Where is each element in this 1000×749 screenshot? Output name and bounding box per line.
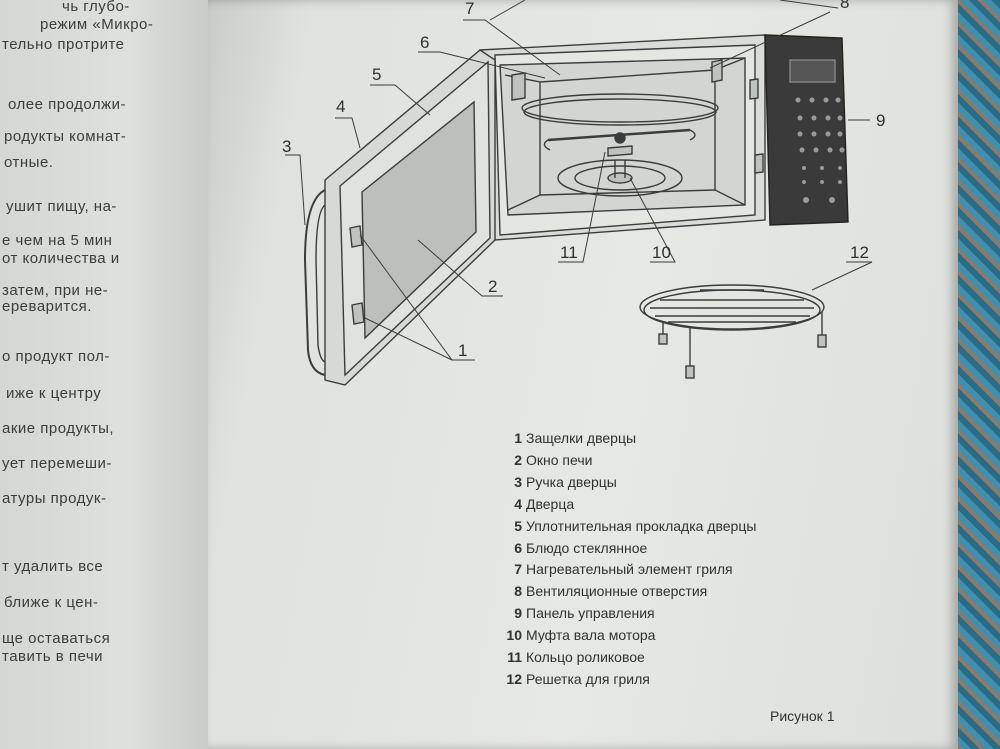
legend-number: 10 (506, 627, 522, 644)
legend-text: Окно печи (526, 451, 593, 468)
callout-9: 9 (876, 111, 885, 130)
left-text-line: атуры продук- (2, 490, 107, 507)
callout-5: 5 (372, 65, 381, 84)
legend-number: 9 (514, 605, 522, 622)
callout-6: 6 (420, 33, 429, 52)
left-text-line: затем, при не- (2, 282, 109, 299)
legend-number: 4 (514, 495, 522, 512)
legend-text: Панель управления (526, 605, 655, 622)
callout-11: 11 (560, 243, 578, 262)
legend-text: Муфта вала мотора (526, 627, 656, 644)
legend-number: 12 (506, 670, 522, 687)
callout-7: 7 (465, 0, 474, 18)
callout-2: 2 (488, 277, 497, 296)
left-text-line: тельно протрите (2, 36, 125, 53)
left-text-line: режим «Микро- (40, 16, 154, 33)
legend-text: Вентиляционные отверстия (526, 583, 708, 600)
callout-12: 12 (850, 243, 869, 262)
figure-caption: Рисунок 1 (770, 708, 835, 724)
left-text-line: чь глубо- (62, 0, 130, 15)
legend-text: Защелки дверцы (526, 430, 637, 446)
left-text-line: о продукт пол- (2, 348, 110, 365)
microwave-diagram: 3 4 5 6 7 8 9 2 1 11 10 12 (282, 0, 885, 386)
left-text-line: иже к центру (6, 385, 102, 402)
legend-number: 11 (507, 649, 522, 666)
callout-3: 3 (282, 137, 291, 156)
legend-text: Дверца (526, 495, 575, 512)
glass-plate-illustration (521, 93, 719, 126)
left-text-line: от количества и (2, 250, 120, 267)
left-text-line: ереварится. (2, 298, 92, 315)
legend-number: 1 (514, 430, 522, 446)
left-text-line: т удалить все (2, 558, 104, 575)
legend-text: Кольцо роликовое (526, 649, 645, 666)
legend-number: 2 (514, 451, 522, 468)
callout-4: 4 (336, 97, 345, 116)
legend-number: 7 (514, 561, 522, 578)
door-illustration (303, 49, 496, 386)
motor-coupling-illustration (557, 159, 683, 197)
left-page: чь глубо- режим «Микро- тельно протрите … (0, 0, 212, 749)
legend-text: Блюдо стеклянное (526, 539, 648, 556)
legend-text: Нагревательный элемент гриля (526, 561, 733, 578)
left-text-line: ует перемеши- (2, 455, 112, 472)
left-text-line: родукты комнат- (4, 128, 127, 145)
legend-number: 8 (514, 583, 522, 600)
callout-10: 10 (652, 243, 671, 262)
left-text-line: ще оставаться (2, 630, 111, 647)
left-text-line: е чем на 5 мин (2, 232, 113, 249)
legend-text: Ручка дверцы (526, 473, 617, 490)
callout-1: 1 (458, 341, 467, 360)
legend-number: 6 (514, 539, 522, 556)
leader-lines (285, 0, 873, 361)
legend-text: Уплотнительная прокладка дверцы (526, 517, 757, 534)
callout-8: 8 (840, 0, 849, 12)
left-text-line: олее продолжи- (8, 96, 127, 113)
left-text-line: тавить в печи (2, 648, 104, 665)
left-text-line: ушит пищу, на- (6, 198, 117, 215)
left-text-line: отные. (4, 154, 54, 171)
grill-rack-illustration (639, 284, 827, 379)
left-text-line: акие продукты, (2, 420, 115, 437)
legend-number: 3 (514, 473, 522, 490)
roller-ring-illustration (543, 128, 696, 157)
legend-text: Решетка для гриля (526, 670, 650, 687)
legend-number: 5 (514, 517, 522, 534)
left-text-line: ближе к цен- (4, 594, 99, 611)
control-panel-illustration (764, 34, 849, 226)
